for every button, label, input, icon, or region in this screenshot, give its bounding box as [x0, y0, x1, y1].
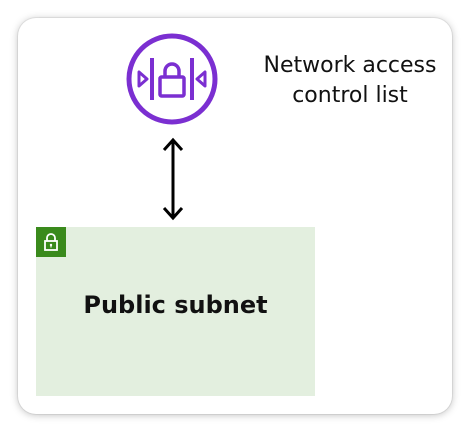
double-arrow-vertical-icon [160, 136, 186, 222]
network-acl-label-line1: Network access [263, 53, 437, 78]
network-acl-label-line2: control list [292, 83, 408, 108]
lock-icon [36, 227, 66, 257]
network-acl-icon [125, 32, 219, 126]
public-subnet-title: Public subnet [83, 291, 268, 319]
network-acl-label: Network access control list [250, 51, 450, 111]
public-subnet-group: Public subnet [36, 227, 315, 396]
